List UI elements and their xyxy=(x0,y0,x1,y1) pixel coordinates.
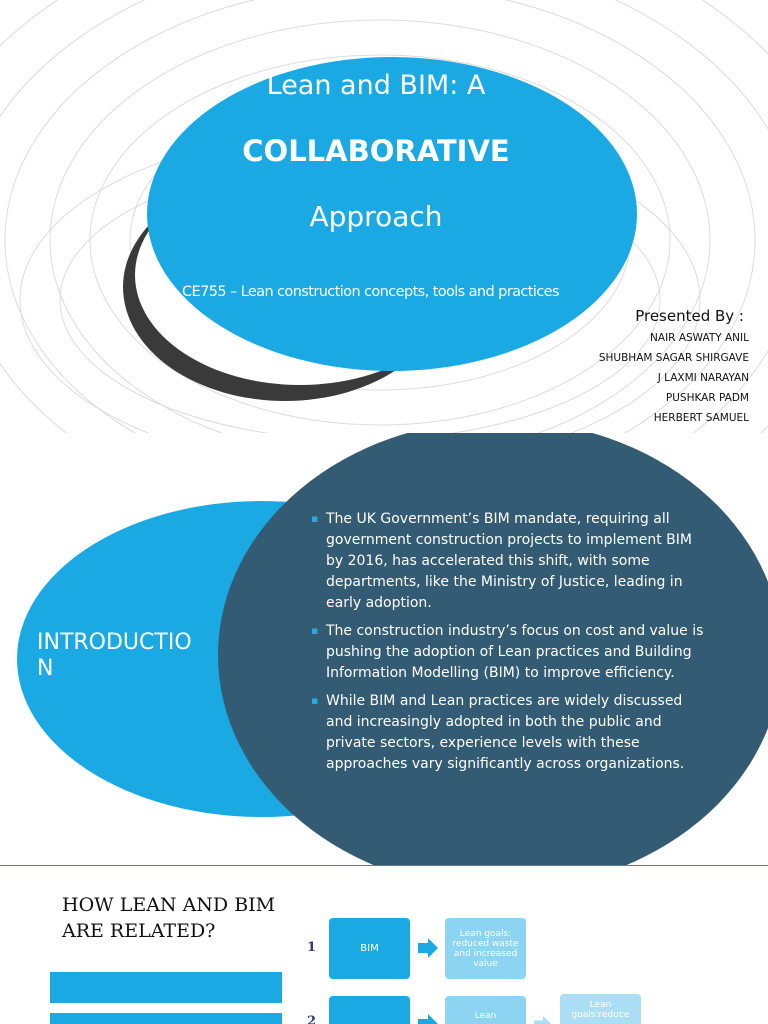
slide-title[interactable]: Lean and BIM: A COLLABORATIVE Approach C… xyxy=(0,0,768,433)
slide-introduction[interactable]: INTRODUCTION ▪ The UK Government’s BIM m… xyxy=(0,433,768,866)
step-box xyxy=(329,996,410,1024)
course-subtitle: CE755 – Lean construction concepts, tool… xyxy=(182,284,560,300)
bullet-icon: ▪ xyxy=(311,512,319,525)
presenter-name: HERBERT SAMUEL xyxy=(653,412,749,424)
step-number: 2 xyxy=(307,1014,317,1024)
step-number: 1 xyxy=(307,940,317,955)
bullet-icon: ▪ xyxy=(311,694,319,707)
presenter-name: SHUBHAM SAGAR SHIRGAVE xyxy=(598,352,749,364)
content-bar xyxy=(50,972,282,1003)
arrow-right-icon xyxy=(418,938,438,958)
bullet-icon: ▪ xyxy=(311,624,319,637)
content-bar xyxy=(50,1013,282,1024)
title-line-3: Approach xyxy=(309,200,443,233)
step-box-lean: Lean xyxy=(445,996,526,1024)
presenter-name: PUSHKAR PADM xyxy=(665,392,749,404)
step-box-lean-goals: Lean goals: reduced waste and increased … xyxy=(445,918,526,979)
slide-divider xyxy=(0,865,768,866)
intro-title: INTRODUCTION xyxy=(37,630,192,681)
intro-content-ellipse xyxy=(218,433,768,866)
slide-relationship[interactable]: HOW LEAN AND BIM ARE RELATED? 1 BIM Lean… xyxy=(0,866,768,1024)
arrow-right-icon xyxy=(418,1014,438,1024)
title-line-1: Lean and BIM: A xyxy=(266,70,486,101)
arrow-right-icon xyxy=(534,1016,551,1024)
background-rings xyxy=(0,0,768,433)
presenter-name: NAIR ASWATY ANIL xyxy=(650,332,749,344)
intro-shapes xyxy=(17,433,768,866)
relationship-title: HOW LEAN AND BIM ARE RELATED? xyxy=(62,894,276,942)
presented-by-label: Presented By : xyxy=(635,307,744,325)
intro-bullet: ▪ While BIM and Lean practices are widel… xyxy=(310,691,710,775)
presenter-list: NAIR ASWATY ANIL SHUBHAM SAGAR SHIRGAVE … xyxy=(599,331,749,431)
intro-bullet: ▪ The UK Government’s BIM mandate, requi… xyxy=(310,509,710,614)
title-ellipse xyxy=(147,57,637,371)
step-box-bim: BIM xyxy=(329,918,410,979)
title-line-2: COLLABORATIVE xyxy=(242,134,510,168)
intro-bullet-list: ▪ The UK Government’s BIM mandate, requi… xyxy=(310,509,710,782)
step-box-lean-goals-2: Lean goals:reduce xyxy=(560,994,641,1024)
presenter-name: J LAXMI NARAYAN xyxy=(657,372,749,384)
intro-bullet: ▪ The construction industry’s focus on c… xyxy=(310,621,710,684)
